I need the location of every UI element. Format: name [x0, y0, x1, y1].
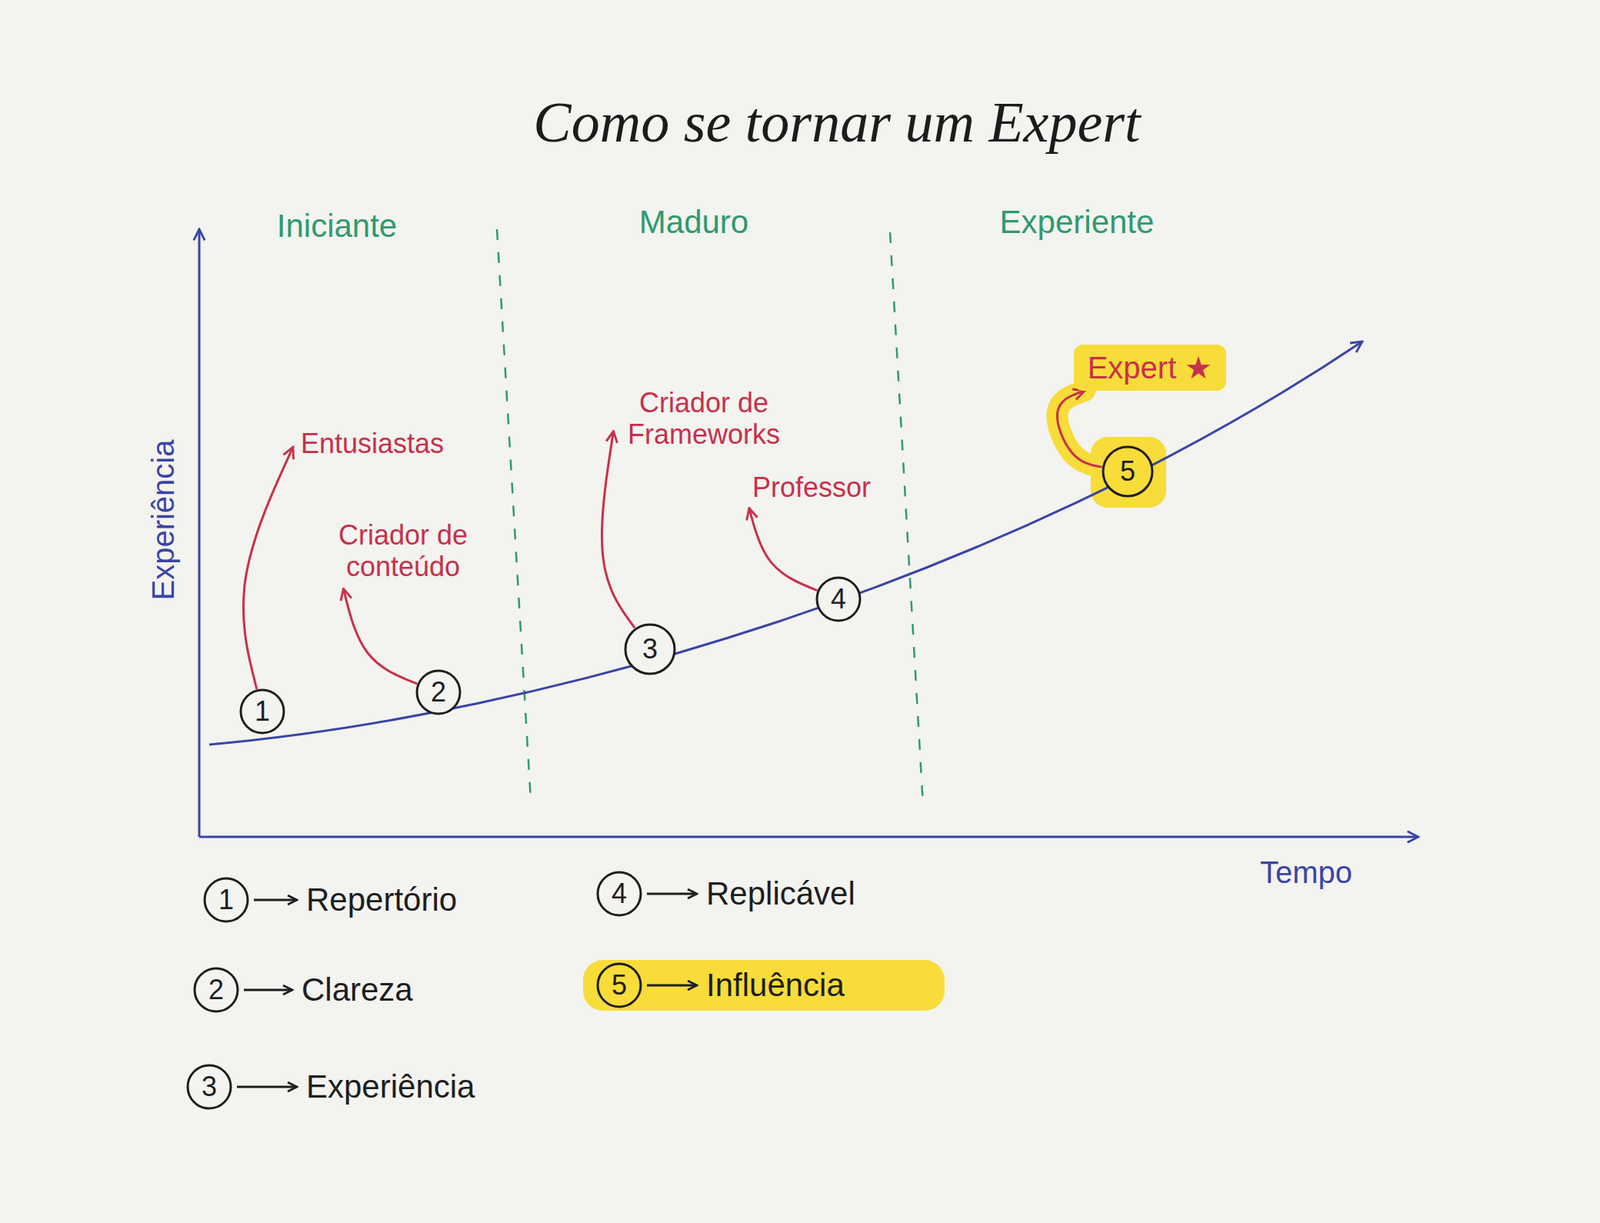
step-circle: 1: [203, 876, 250, 924]
circle-shape: [194, 968, 238, 1012]
circle-shape: [204, 878, 248, 922]
highlight-box: Expert ★: [1073, 344, 1227, 391]
phase-label: Iniciante: [276, 207, 397, 245]
step-number: 1: [254, 696, 270, 727]
step-number: 4: [611, 878, 627, 910]
highlight: [1090, 436, 1167, 508]
circle-shape: [240, 690, 284, 734]
step-number: 3: [201, 1071, 217, 1103]
legend-arrow: [243, 989, 293, 992]
diagram-title: Como se tornar um Expert: [533, 90, 1140, 156]
highlight: [583, 960, 945, 1011]
legend-text: Experiência: [306, 1068, 475, 1106]
step-circle: 2: [193, 966, 240, 1014]
circle-shape: [187, 1065, 231, 1109]
phase-label: Experiente: [1000, 203, 1155, 241]
legend-arrow: [253, 899, 297, 902]
legend-arrow: [646, 984, 697, 987]
legend-text: Influência: [706, 966, 845, 1004]
connector-arrow: [1056, 390, 1102, 467]
step-circle: 5: [1101, 445, 1154, 498]
x-axis: [199, 836, 1419, 839]
axis-label: Experiência: [145, 439, 181, 600]
y-axis: [198, 229, 201, 837]
step-circle: 2: [415, 669, 462, 716]
leader-arrow: [243, 446, 294, 690]
circle-shape: [625, 624, 675, 674]
stage-label: Criador de conteúdo: [320, 519, 487, 584]
stage-label: Criador de Frameworks: [621, 386, 787, 451]
step-number: 1: [218, 884, 234, 916]
step-number: 2: [430, 676, 447, 708]
circle-shape: [597, 872, 641, 916]
phase-divider: [496, 229, 531, 801]
step-circle: 5: [596, 962, 643, 1009]
circle-shape: [597, 963, 641, 1007]
stage-label: Entusiastas: [300, 427, 444, 460]
growth-curve: [209, 341, 1363, 745]
legend-text: Repertório: [306, 881, 457, 919]
leader-arrow: [602, 431, 636, 629]
legend-text: Replicável: [706, 875, 856, 913]
leader-arrow: [749, 508, 817, 591]
circle-shape: [416, 670, 460, 714]
step-circle: 4: [815, 576, 862, 623]
highlight-stroke: [1056, 390, 1102, 467]
leader-arrow: [343, 588, 418, 684]
step-number: 5: [611, 970, 627, 1001]
step-circle: 3: [186, 1063, 233, 1110]
stage-label: Professor: [752, 471, 871, 504]
step-circle: 1: [239, 688, 286, 735]
phase-label: Maduro: [639, 203, 749, 241]
step-circle: 3: [623, 623, 677, 676]
legend-arrow: [236, 1086, 297, 1089]
step-circle: 4: [596, 870, 643, 917]
highlight-label: Expert ★: [1087, 350, 1214, 385]
phase-divider: [890, 232, 924, 807]
step-number: 5: [1120, 456, 1136, 487]
step-number: 2: [208, 974, 224, 1006]
legend-text: Clareza: [301, 971, 414, 1009]
step-number: 3: [642, 633, 658, 665]
axis-label: Tempo: [1260, 854, 1353, 890]
circle-shape: [1103, 446, 1153, 497]
legend-arrow: [646, 893, 697, 896]
circle-shape: [816, 577, 860, 621]
step-number: 4: [830, 583, 847, 615]
